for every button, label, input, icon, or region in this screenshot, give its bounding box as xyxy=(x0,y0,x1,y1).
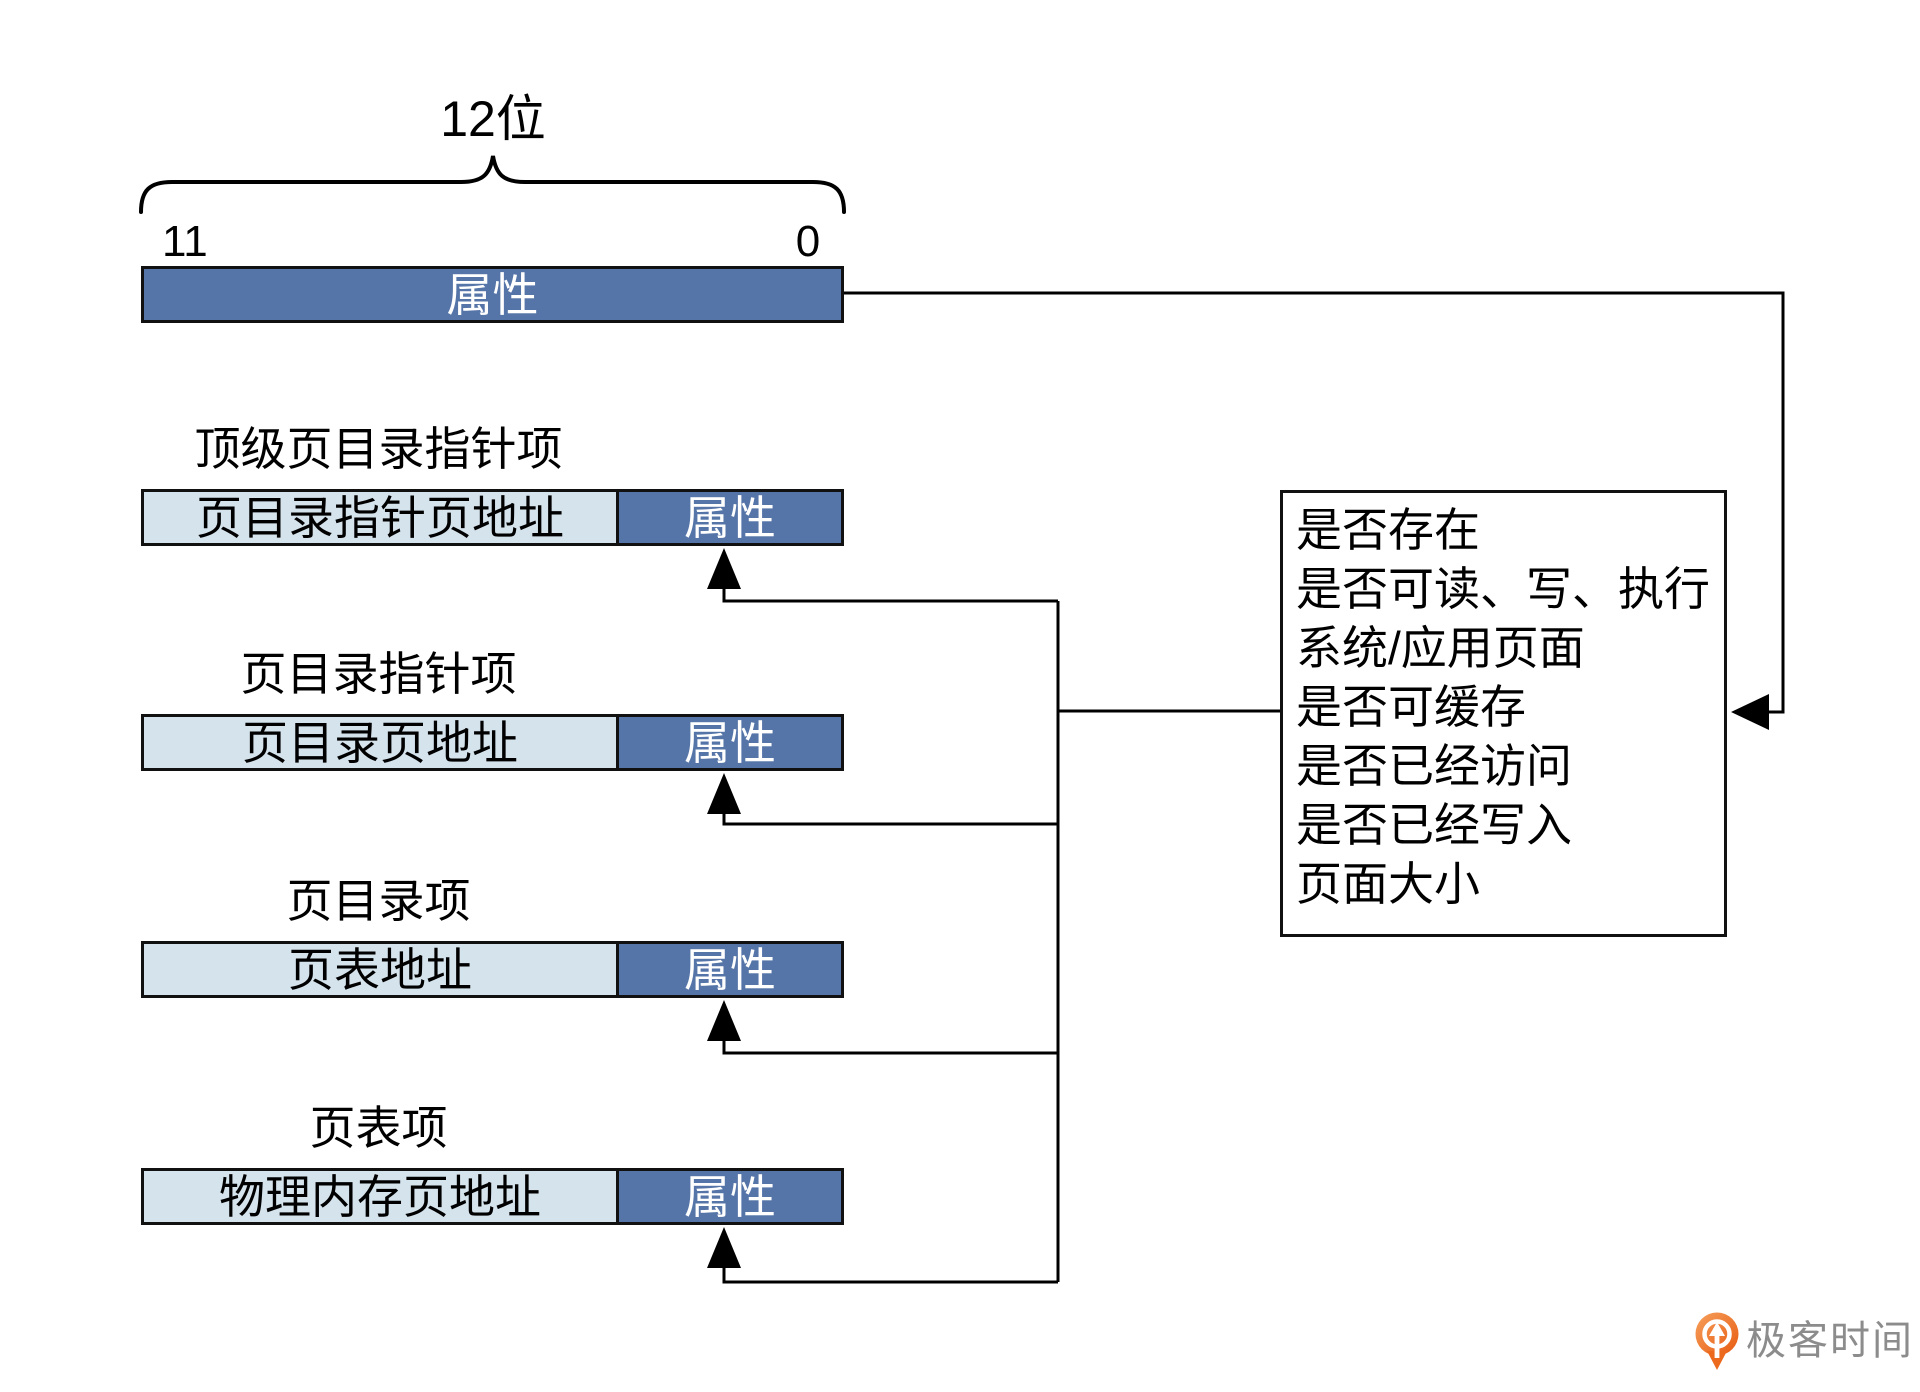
top-attr-label: 属性 xyxy=(446,268,539,321)
arrowhead-into-box xyxy=(1731,694,1769,730)
address-cell: 物理内存页地址 xyxy=(144,1171,616,1222)
address-label: 页目录指针页地址 xyxy=(196,491,564,544)
attr-line: 是否可读、写、执行 xyxy=(1296,563,1710,615)
address-cell: 页目录页地址 xyxy=(144,717,616,768)
attr-label: 属性 xyxy=(684,491,776,544)
geektime-logo-text: 极客时间 xyxy=(1746,1319,1914,1363)
branch-row1 xyxy=(722,586,1058,603)
attr-line: 页面大小 xyxy=(1296,858,1480,910)
address-label: 页目录页地址 xyxy=(242,716,518,769)
branch-row4 xyxy=(722,1267,1058,1284)
attr-line: 是否存在 xyxy=(1296,504,1480,556)
branch-row3 xyxy=(722,1040,1058,1055)
attribute-description-box: 是否存在 是否可读、写、执行 系统/应用页面 是否可缓存 是否已经访问 是否已经… xyxy=(1280,490,1727,937)
attr-line: 是否可缓存 xyxy=(1296,681,1526,733)
attr-label: 属性 xyxy=(684,1170,776,1223)
attr-label: 属性 xyxy=(684,943,776,996)
bit-index-low: 0 xyxy=(795,217,821,266)
entry-row: 页表地址 属性 xyxy=(141,941,844,998)
attr-cell: 属性 xyxy=(616,717,841,768)
address-cell: 页目录指针页地址 xyxy=(144,492,616,543)
entry-title-pdpt: 页目录指针项 xyxy=(240,648,517,700)
attr-cell: 属性 xyxy=(616,492,841,543)
arrowhead-row4 xyxy=(707,1227,741,1268)
address-label: 页表地址 xyxy=(288,943,472,996)
address-label: 物理内存页地址 xyxy=(219,1170,541,1223)
branch-row2 xyxy=(722,811,1058,826)
attr-cell: 属性 xyxy=(616,944,841,995)
attr-cell: 属性 xyxy=(616,1171,841,1222)
entry-row: 物理内存页地址 属性 xyxy=(141,1168,844,1225)
entry-title-pde: 页目录项 xyxy=(286,875,471,927)
entry-title-pml4: 顶级页目录指针项 xyxy=(194,423,563,475)
arrowhead-row1 xyxy=(707,548,741,589)
entry-row: 页目录指针页地址 属性 xyxy=(141,489,844,546)
attr-label: 属性 xyxy=(684,716,776,769)
arrowhead-row3 xyxy=(707,1000,741,1041)
entry-title-pte: 页表项 xyxy=(309,1102,448,1154)
attr-line: 系统/应用页面 xyxy=(1296,622,1585,674)
arrowhead-row2 xyxy=(707,773,741,814)
attr-line: 是否已经访问 xyxy=(1296,740,1572,792)
bit-index-high: 11 xyxy=(162,217,208,266)
geektime-logo-icon xyxy=(1695,1312,1739,1370)
brace-12bit xyxy=(139,155,846,214)
top-attr-field: 属性 xyxy=(141,266,844,323)
attr-line: 是否已经写入 xyxy=(1296,799,1572,851)
bits-caption: 12位 xyxy=(440,91,546,147)
address-cell: 页表地址 xyxy=(144,944,616,995)
entry-row: 页目录页地址 属性 xyxy=(141,714,844,771)
